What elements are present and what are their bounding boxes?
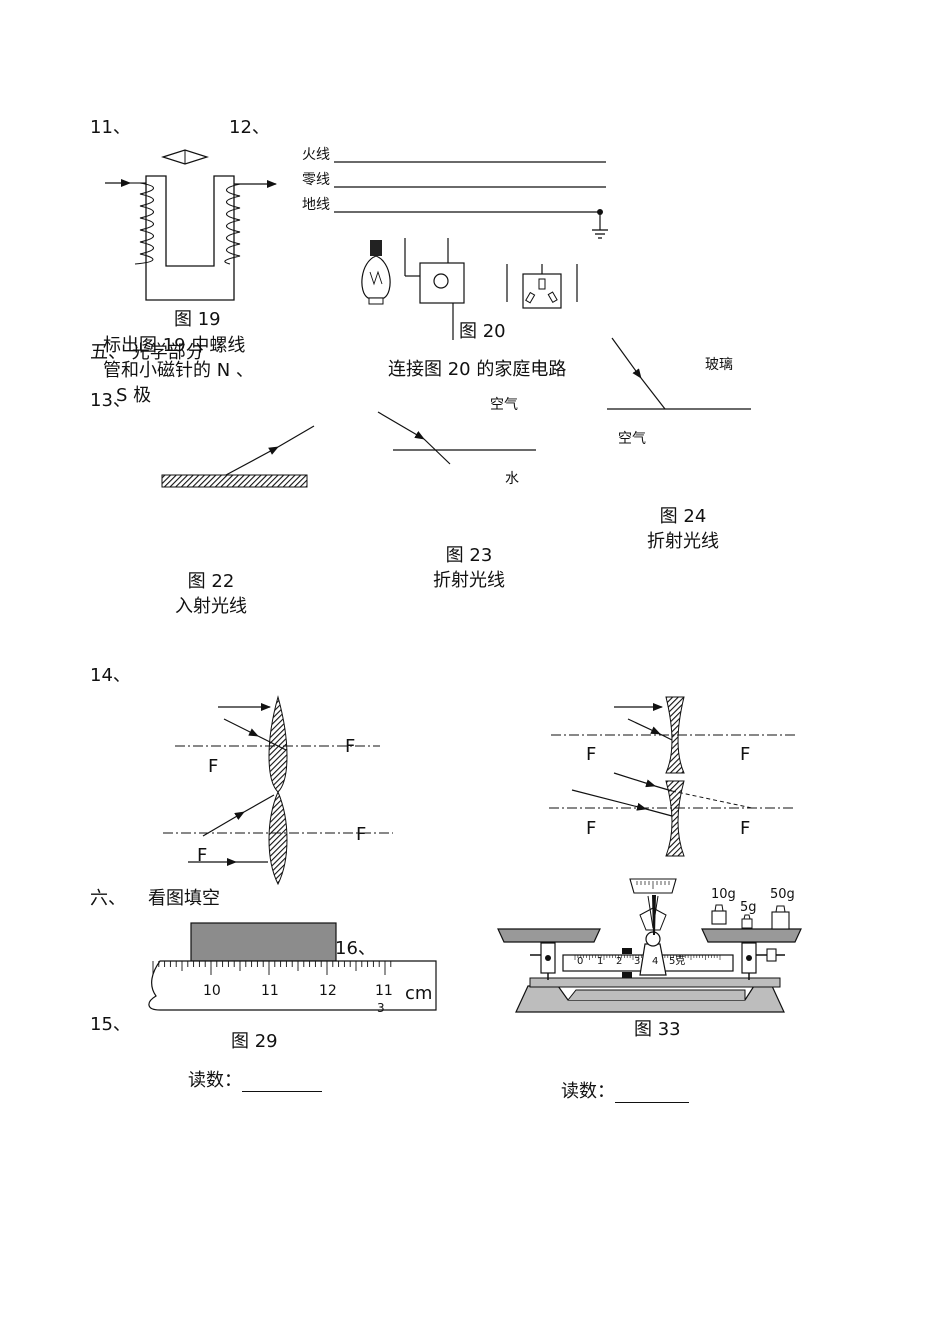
ruler-label-10: 10 bbox=[203, 983, 221, 999]
q11-instruction-line1: 标出图 19 中螺线 bbox=[103, 335, 246, 356]
ruler-ticks bbox=[152, 961, 392, 975]
convex-focus-right-top: F bbox=[345, 736, 356, 757]
fig24-task: 折射光线 bbox=[647, 531, 719, 552]
balance-figure bbox=[497, 878, 802, 1013]
fig23-task: 折射光线 bbox=[433, 570, 505, 591]
fig29-caption: 图 29 bbox=[231, 1031, 278, 1052]
weight-50g-label: 50g bbox=[770, 887, 795, 902]
q11-instruction-line3: S 极 bbox=[116, 385, 152, 406]
socket-icon bbox=[506, 264, 578, 309]
ruler-label-11: 11 bbox=[261, 983, 279, 999]
ruler-figure bbox=[148, 922, 437, 1011]
q12-instruction: 连接图 20 的家庭电路 bbox=[388, 359, 567, 380]
concave-lens-figure bbox=[549, 696, 795, 857]
fig20-circuit bbox=[334, 161, 608, 340]
convex-focus-left-bottom: F bbox=[197, 845, 208, 866]
q15-number: 15、 bbox=[90, 1014, 131, 1035]
concave-focus-left-bottom: F bbox=[586, 818, 597, 839]
fig20-caption: 图 20 bbox=[459, 321, 506, 342]
q16-reading-label: 读数： bbox=[561, 1081, 615, 1102]
concave-focus-left-top: F bbox=[586, 744, 597, 765]
fig23-top-medium: 空气 bbox=[490, 397, 518, 413]
convex-focus-left-top: F bbox=[208, 756, 219, 777]
q11-number: 11、 bbox=[90, 117, 131, 138]
ground-wire-label: 地线 bbox=[302, 197, 330, 213]
q14-number: 14、 bbox=[90, 665, 131, 686]
ruler-label-last: 11 bbox=[375, 983, 393, 999]
section6-number: 六、 bbox=[90, 888, 126, 909]
fig22-task: 入射光线 bbox=[175, 596, 247, 617]
fig33-caption: 图 33 bbox=[634, 1019, 681, 1040]
concave-focus-right-top: F bbox=[740, 744, 751, 765]
fig23-bottom-medium: 水 bbox=[505, 471, 519, 487]
live-wire-label: 火线 bbox=[302, 147, 330, 163]
convex-focus-right-bottom: F bbox=[356, 824, 367, 845]
q15-reading: 读数： bbox=[188, 1070, 322, 1092]
fig22-mirror bbox=[161, 425, 315, 488]
beam-label-3: 3 bbox=[634, 956, 641, 967]
fig24-bottom-medium: 空气 bbox=[618, 431, 646, 447]
q13-number: 13、 bbox=[90, 390, 131, 411]
fig24-refraction bbox=[607, 337, 751, 410]
weight-10g-label: 10g bbox=[711, 887, 736, 902]
fig24-top-medium: 玻璃 bbox=[705, 357, 733, 373]
q16-reading: 读数： bbox=[561, 1081, 689, 1103]
q16-reading-blank[interactable] bbox=[615, 1084, 689, 1103]
fig19-caption: 图 19 bbox=[174, 309, 221, 330]
beam-label-0: 0 bbox=[577, 956, 584, 967]
fig23-refraction bbox=[377, 411, 536, 465]
fig22-caption: 图 22 bbox=[187, 571, 235, 592]
convex-lens-figure bbox=[163, 695, 393, 886]
fig23-caption: 图 23 bbox=[445, 545, 493, 566]
weight-5g-label: 5g bbox=[740, 900, 757, 915]
section5-heading: 五、 光学部分 bbox=[90, 342, 204, 363]
switch-icon bbox=[404, 238, 465, 340]
fig19-electromagnet bbox=[105, 149, 277, 301]
neutral-wire-label: 零线 bbox=[302, 172, 330, 188]
section6-title: 看图填空 bbox=[148, 888, 220, 909]
q12-number: 12、 bbox=[229, 117, 270, 138]
q15-reading-label: 读数： bbox=[188, 1070, 242, 1091]
beam-label-2: 2 bbox=[616, 956, 623, 967]
ruler-label-sub: 3 bbox=[377, 1001, 385, 1015]
ruler-unit: cm bbox=[405, 983, 433, 1004]
ruler-label-12: 12 bbox=[319, 983, 337, 999]
fig24-caption: 图 24 bbox=[659, 506, 707, 527]
q11-instruction-line2: 管和小磁针的 N 、 bbox=[103, 360, 254, 381]
light-bulb-icon bbox=[361, 240, 391, 305]
beam-label-4: 4 bbox=[652, 956, 659, 967]
q16-number: 16、 bbox=[335, 938, 376, 959]
q15-reading-blank[interactable] bbox=[242, 1073, 322, 1092]
concave-focus-right-bottom: F bbox=[740, 818, 751, 839]
beam-label-5: 5克 bbox=[669, 956, 686, 967]
beam-label-1: 1 bbox=[597, 956, 604, 967]
